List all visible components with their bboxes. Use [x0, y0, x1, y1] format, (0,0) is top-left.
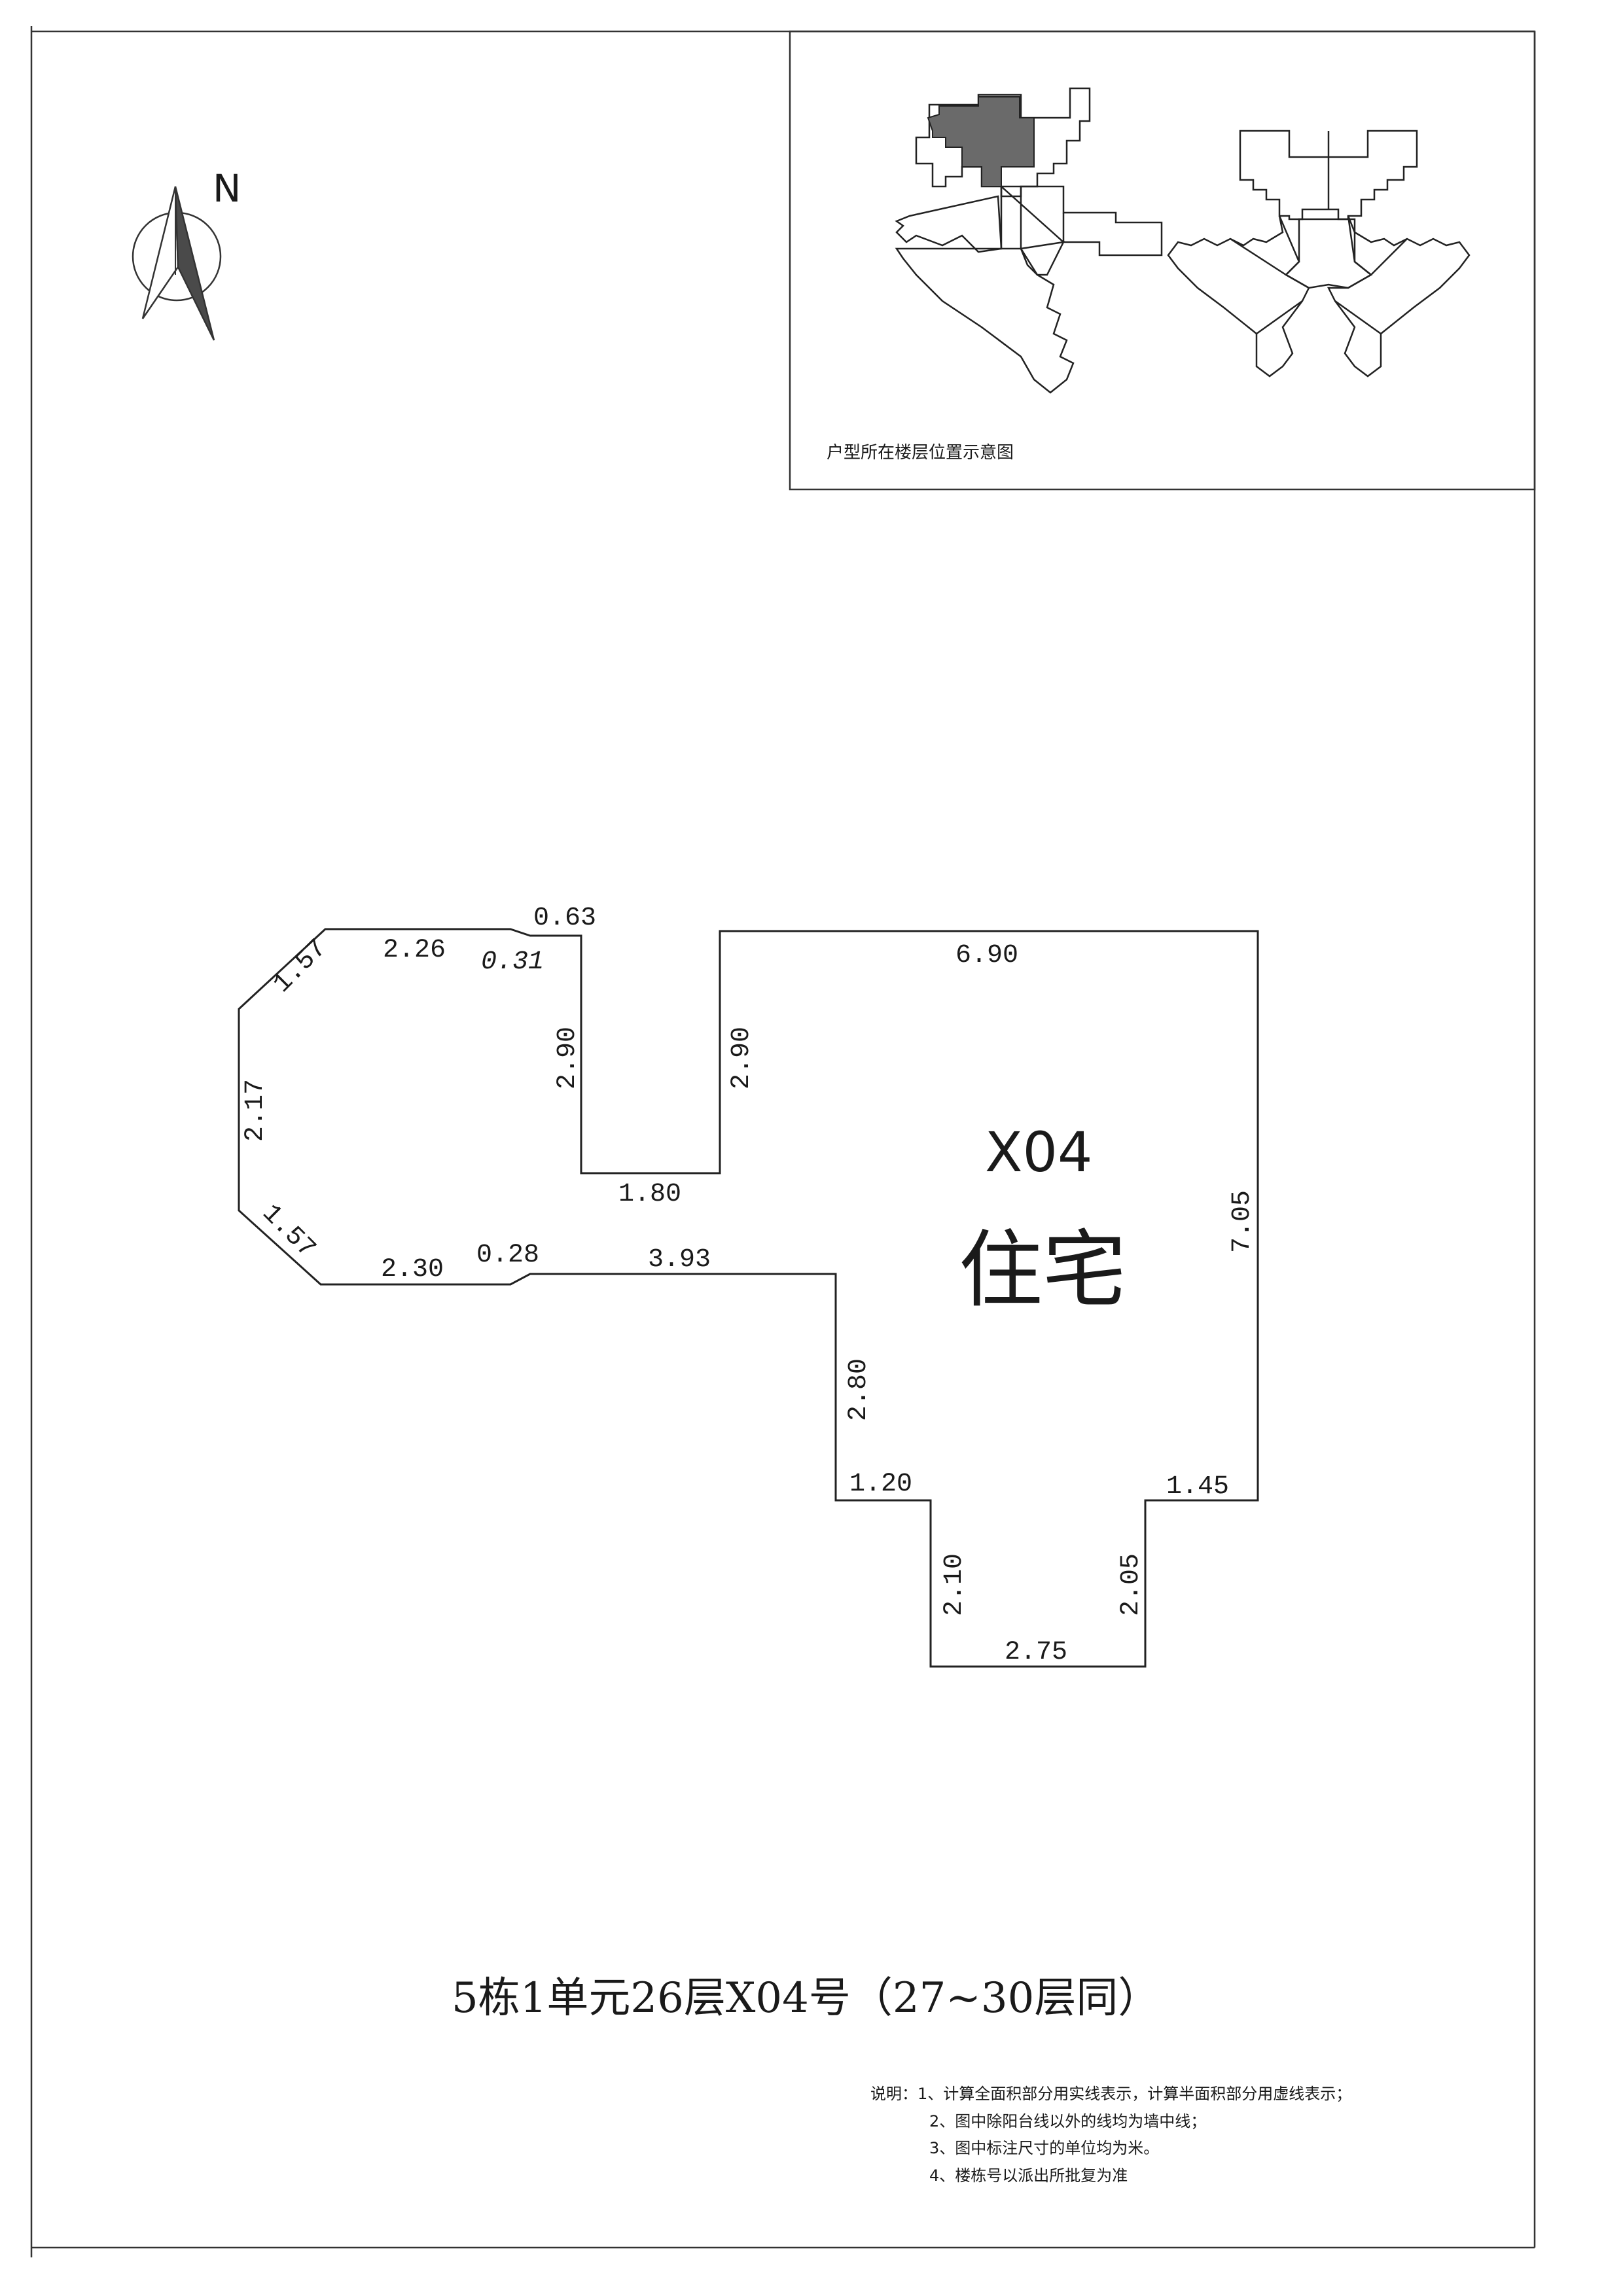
note-line-2: 2、图中除阳台线以外的线均为墙中线；	[929, 2112, 1206, 2130]
dim-top-left-diag: 1.57	[268, 934, 333, 999]
dim-recess-right: 2.90	[727, 1027, 757, 1089]
north-label: N	[213, 166, 241, 211]
dim-recess-left: 2.90	[553, 1027, 582, 1089]
key-plan-left-building	[895, 87, 1163, 394]
note-line-3: 3、图中标注尺寸的单位均为米。	[929, 2139, 1159, 2157]
dim-step-vertical: 2.80	[844, 1358, 874, 1421]
dim-recess-bottom: 1.80	[618, 1180, 681, 1209]
unit-outline	[238, 928, 1259, 1668]
dim-top-left: 2.26	[383, 936, 446, 965]
north-arrow-icon: N	[132, 166, 241, 341]
dim-bottom-mid: 3.93	[648, 1245, 711, 1275]
note-line-1: 说明：1、计算全面积部分用实线表示，计算半面积部分用虚线表示；	[870, 2085, 1351, 2103]
dim-bay-bottom: 2.75	[1005, 1638, 1067, 1667]
dim-top-notch-diag: 0.31	[481, 947, 544, 977]
dim-left-side: 2.17	[241, 1079, 270, 1142]
dim-top-notch: 0.63	[533, 904, 596, 933]
unit-usage: 住宅	[959, 1222, 1126, 1319]
highlighted-unit-marker	[927, 96, 1035, 187]
dim-bottom-notch: 0.28	[476, 1241, 539, 1270]
notes-block: 说明：1、计算全面积部分用实线表示，计算半面积部分用虚线表示； 2、图中除阳台线…	[870, 2085, 1351, 2185]
plan-title: 5栋1单元26层X04号（27~30层同）	[452, 1974, 1160, 2022]
dim-step-left: 1.20	[849, 1470, 912, 1499]
key-plan-right-building	[1167, 130, 1471, 378]
dim-top-right: 6.90	[955, 941, 1018, 970]
inset-frame	[789, 30, 1536, 491]
dim-bottom-left: 2.30	[381, 1255, 444, 1284]
dim-right-side: 7.05	[1228, 1190, 1257, 1253]
note-line-4: 4、楼栋号以派出所批复为准	[929, 2166, 1128, 2185]
inset-key-plan: 户型所在楼层位置示意图	[789, 30, 1536, 491]
unit-code: X04	[985, 1120, 1092, 1184]
dim-step-right: 1.45	[1166, 1472, 1229, 1502]
dim-bay-right: 2.05	[1116, 1553, 1146, 1616]
dim-bay-left: 2.10	[940, 1553, 969, 1616]
inset-caption: 户型所在楼层位置示意图	[827, 443, 1014, 463]
